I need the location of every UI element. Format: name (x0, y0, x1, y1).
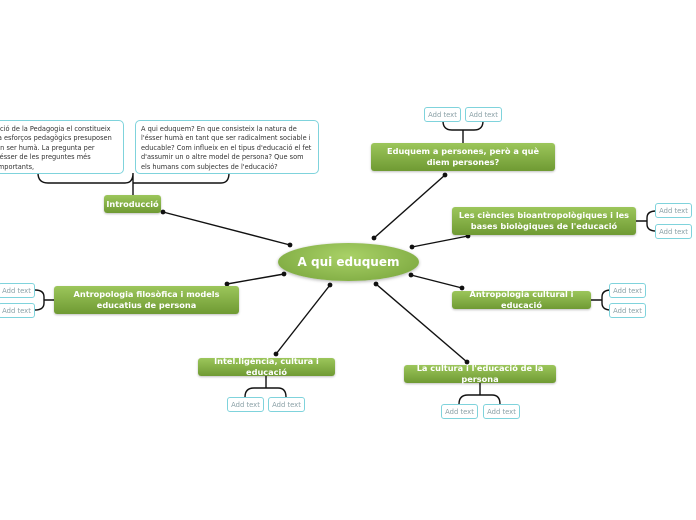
add-text-placeholder[interactable]: Add text (465, 107, 502, 122)
add-text-placeholder[interactable]: Add text (227, 397, 264, 412)
add-text-placeholder[interactable]: Add text (0, 303, 35, 318)
intro-note-right[interactable]: A qui eduquem? En que consisteix la natu… (135, 120, 319, 174)
add-text-placeholder[interactable]: Add text (609, 283, 646, 298)
topic-ciencies-bio[interactable]: Les ciències bioantropològiques i les ba… (452, 207, 636, 235)
add-text-placeholder[interactable]: Add text (655, 203, 692, 218)
add-text-placeholder[interactable]: Add text (609, 303, 646, 318)
topic-intelligencia[interactable]: Intel.ligència, cultura i educació (198, 356, 335, 377)
central-topic[interactable]: A qui eduquem (278, 243, 419, 281)
topic-persones[interactable]: Eduquem a persones, però a què diem pers… (371, 143, 555, 171)
add-text-placeholder[interactable]: Add text (655, 224, 692, 239)
add-text-placeholder[interactable]: Add text (0, 283, 35, 298)
intro-note-left[interactable]: ació de la Pedagogia el constitueix la e… (0, 120, 124, 174)
central-topic-label: A qui eduquem (297, 255, 400, 269)
add-text-placeholder[interactable]: Add text (441, 404, 478, 419)
topic-introduccio[interactable]: Introducció (104, 195, 161, 213)
topic-antropologia-cultural[interactable]: Antropologia cultural i educació (452, 289, 591, 310)
topic-cultura-persona[interactable]: La cultura i l'educació de la persona (404, 363, 556, 384)
add-text-placeholder[interactable]: Add text (268, 397, 305, 412)
topic-antropologia-filosofica[interactable]: Antropologia filosòfica i models educati… (54, 286, 239, 314)
add-text-placeholder[interactable]: Add text (483, 404, 520, 419)
add-text-placeholder[interactable]: Add text (424, 107, 461, 122)
